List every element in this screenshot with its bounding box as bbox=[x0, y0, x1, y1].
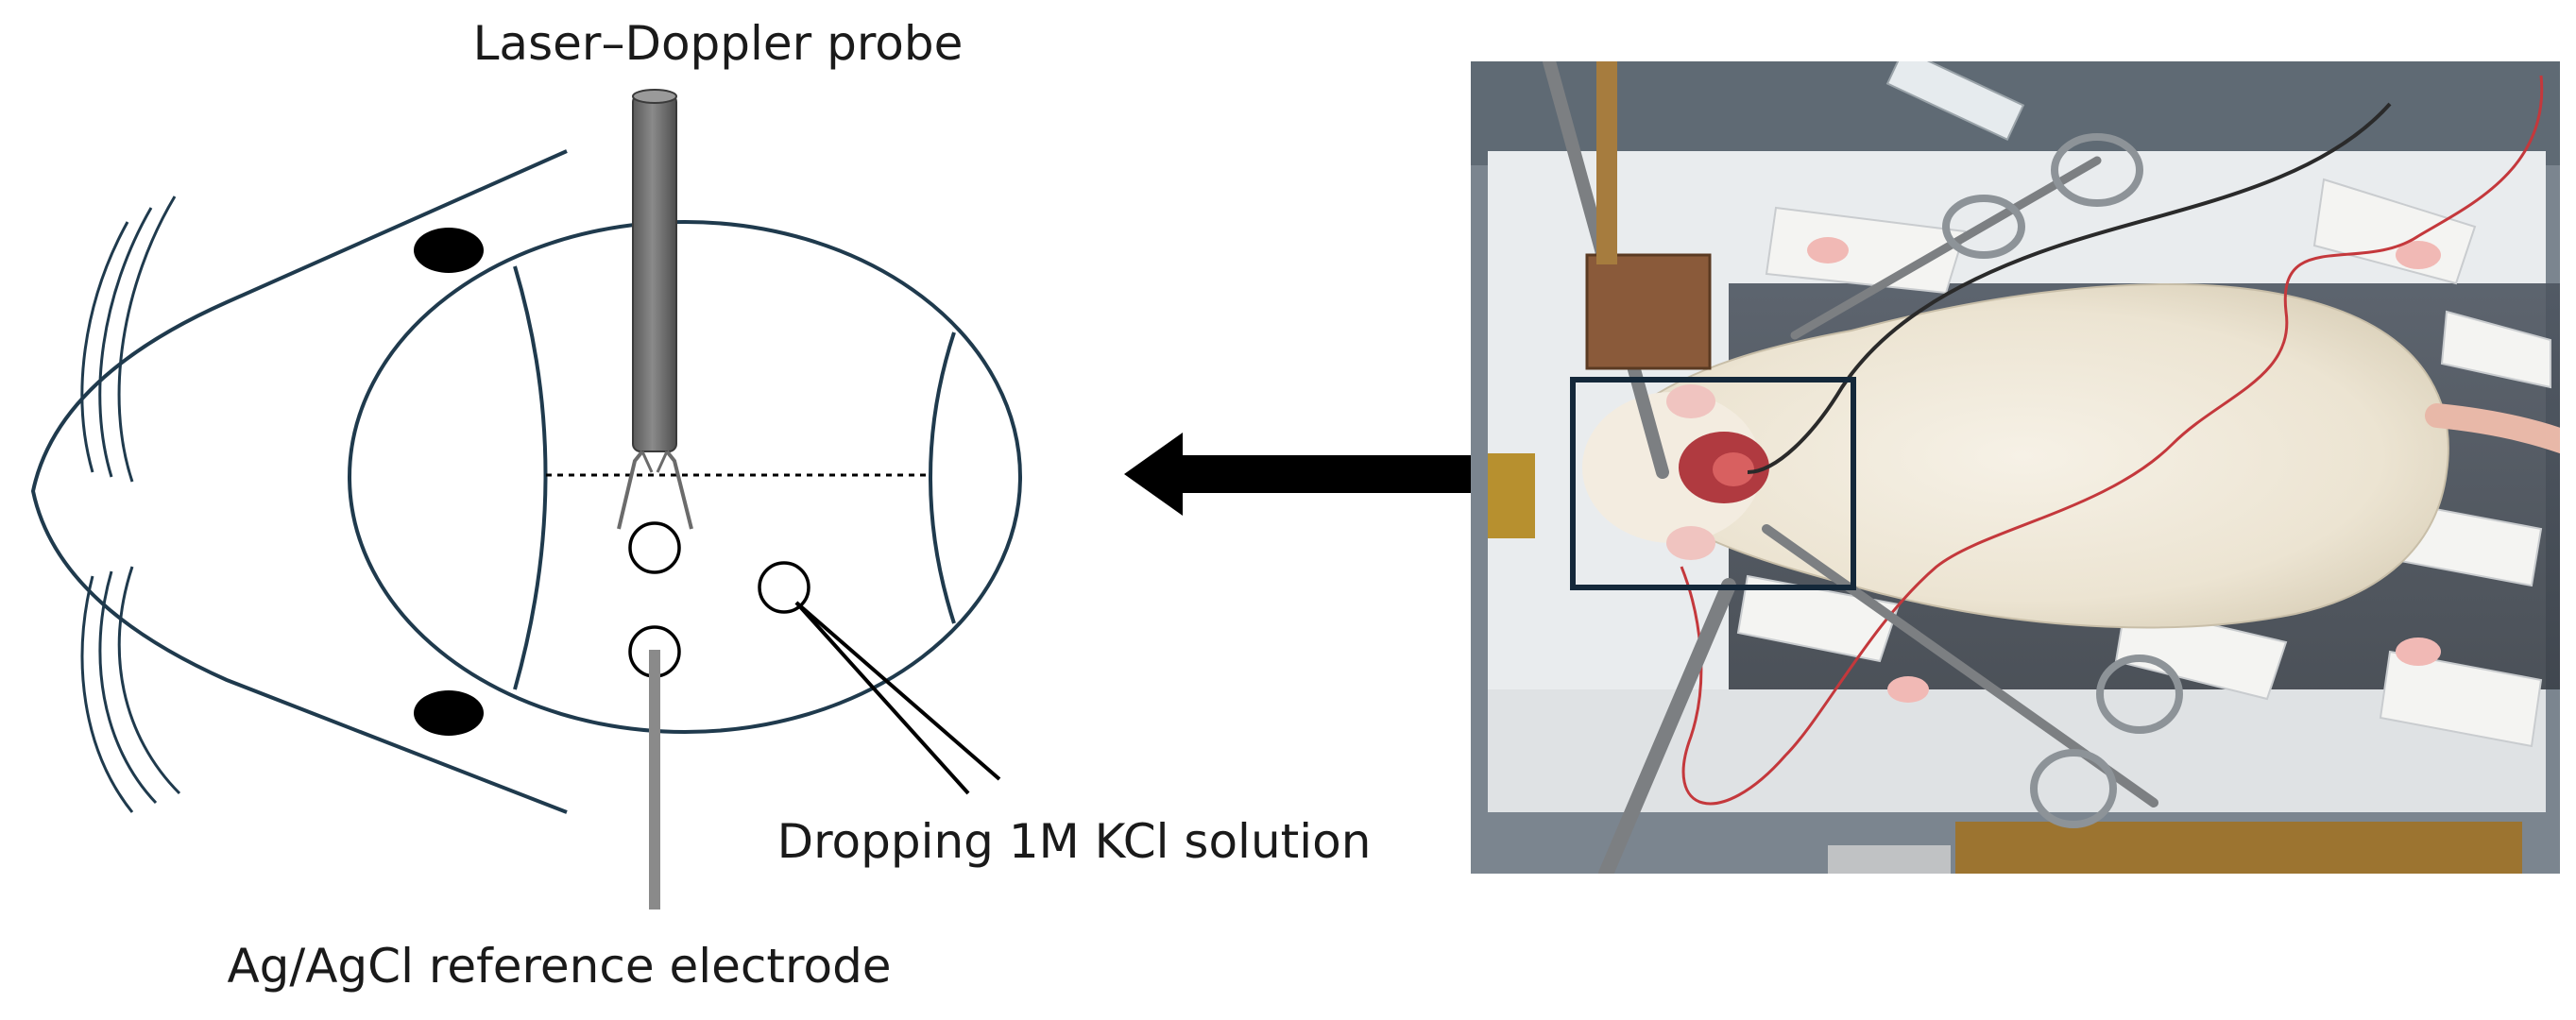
skull-outline bbox=[348, 220, 1022, 734]
lower-eye bbox=[414, 690, 484, 736]
upper-whiskers bbox=[80, 196, 177, 483]
kcl-pipette bbox=[794, 601, 1001, 795]
reference-label: Ag/AgCl reference electrode bbox=[227, 939, 891, 994]
lower-whiskers bbox=[80, 566, 181, 813]
rat-head-schematic bbox=[30, 149, 1022, 814]
head-outline bbox=[30, 149, 568, 814]
region-highlight-box bbox=[1570, 377, 1856, 590]
kcl-burr-hole bbox=[758, 561, 810, 614]
kcl-label: Dropping 1M KCl solution bbox=[777, 814, 1372, 869]
upper-eye bbox=[414, 228, 484, 273]
probe-burr-hole bbox=[628, 521, 681, 574]
arrow-icon bbox=[1124, 433, 1497, 516]
laser-doppler-probe bbox=[617, 89, 693, 530]
rat-surgery-photo bbox=[1471, 61, 2560, 874]
rear-suture bbox=[929, 332, 956, 624]
front-suture bbox=[513, 265, 548, 690]
probe-label: Laser–Doppler probe bbox=[473, 16, 964, 71]
reference-electrode bbox=[649, 650, 660, 910]
